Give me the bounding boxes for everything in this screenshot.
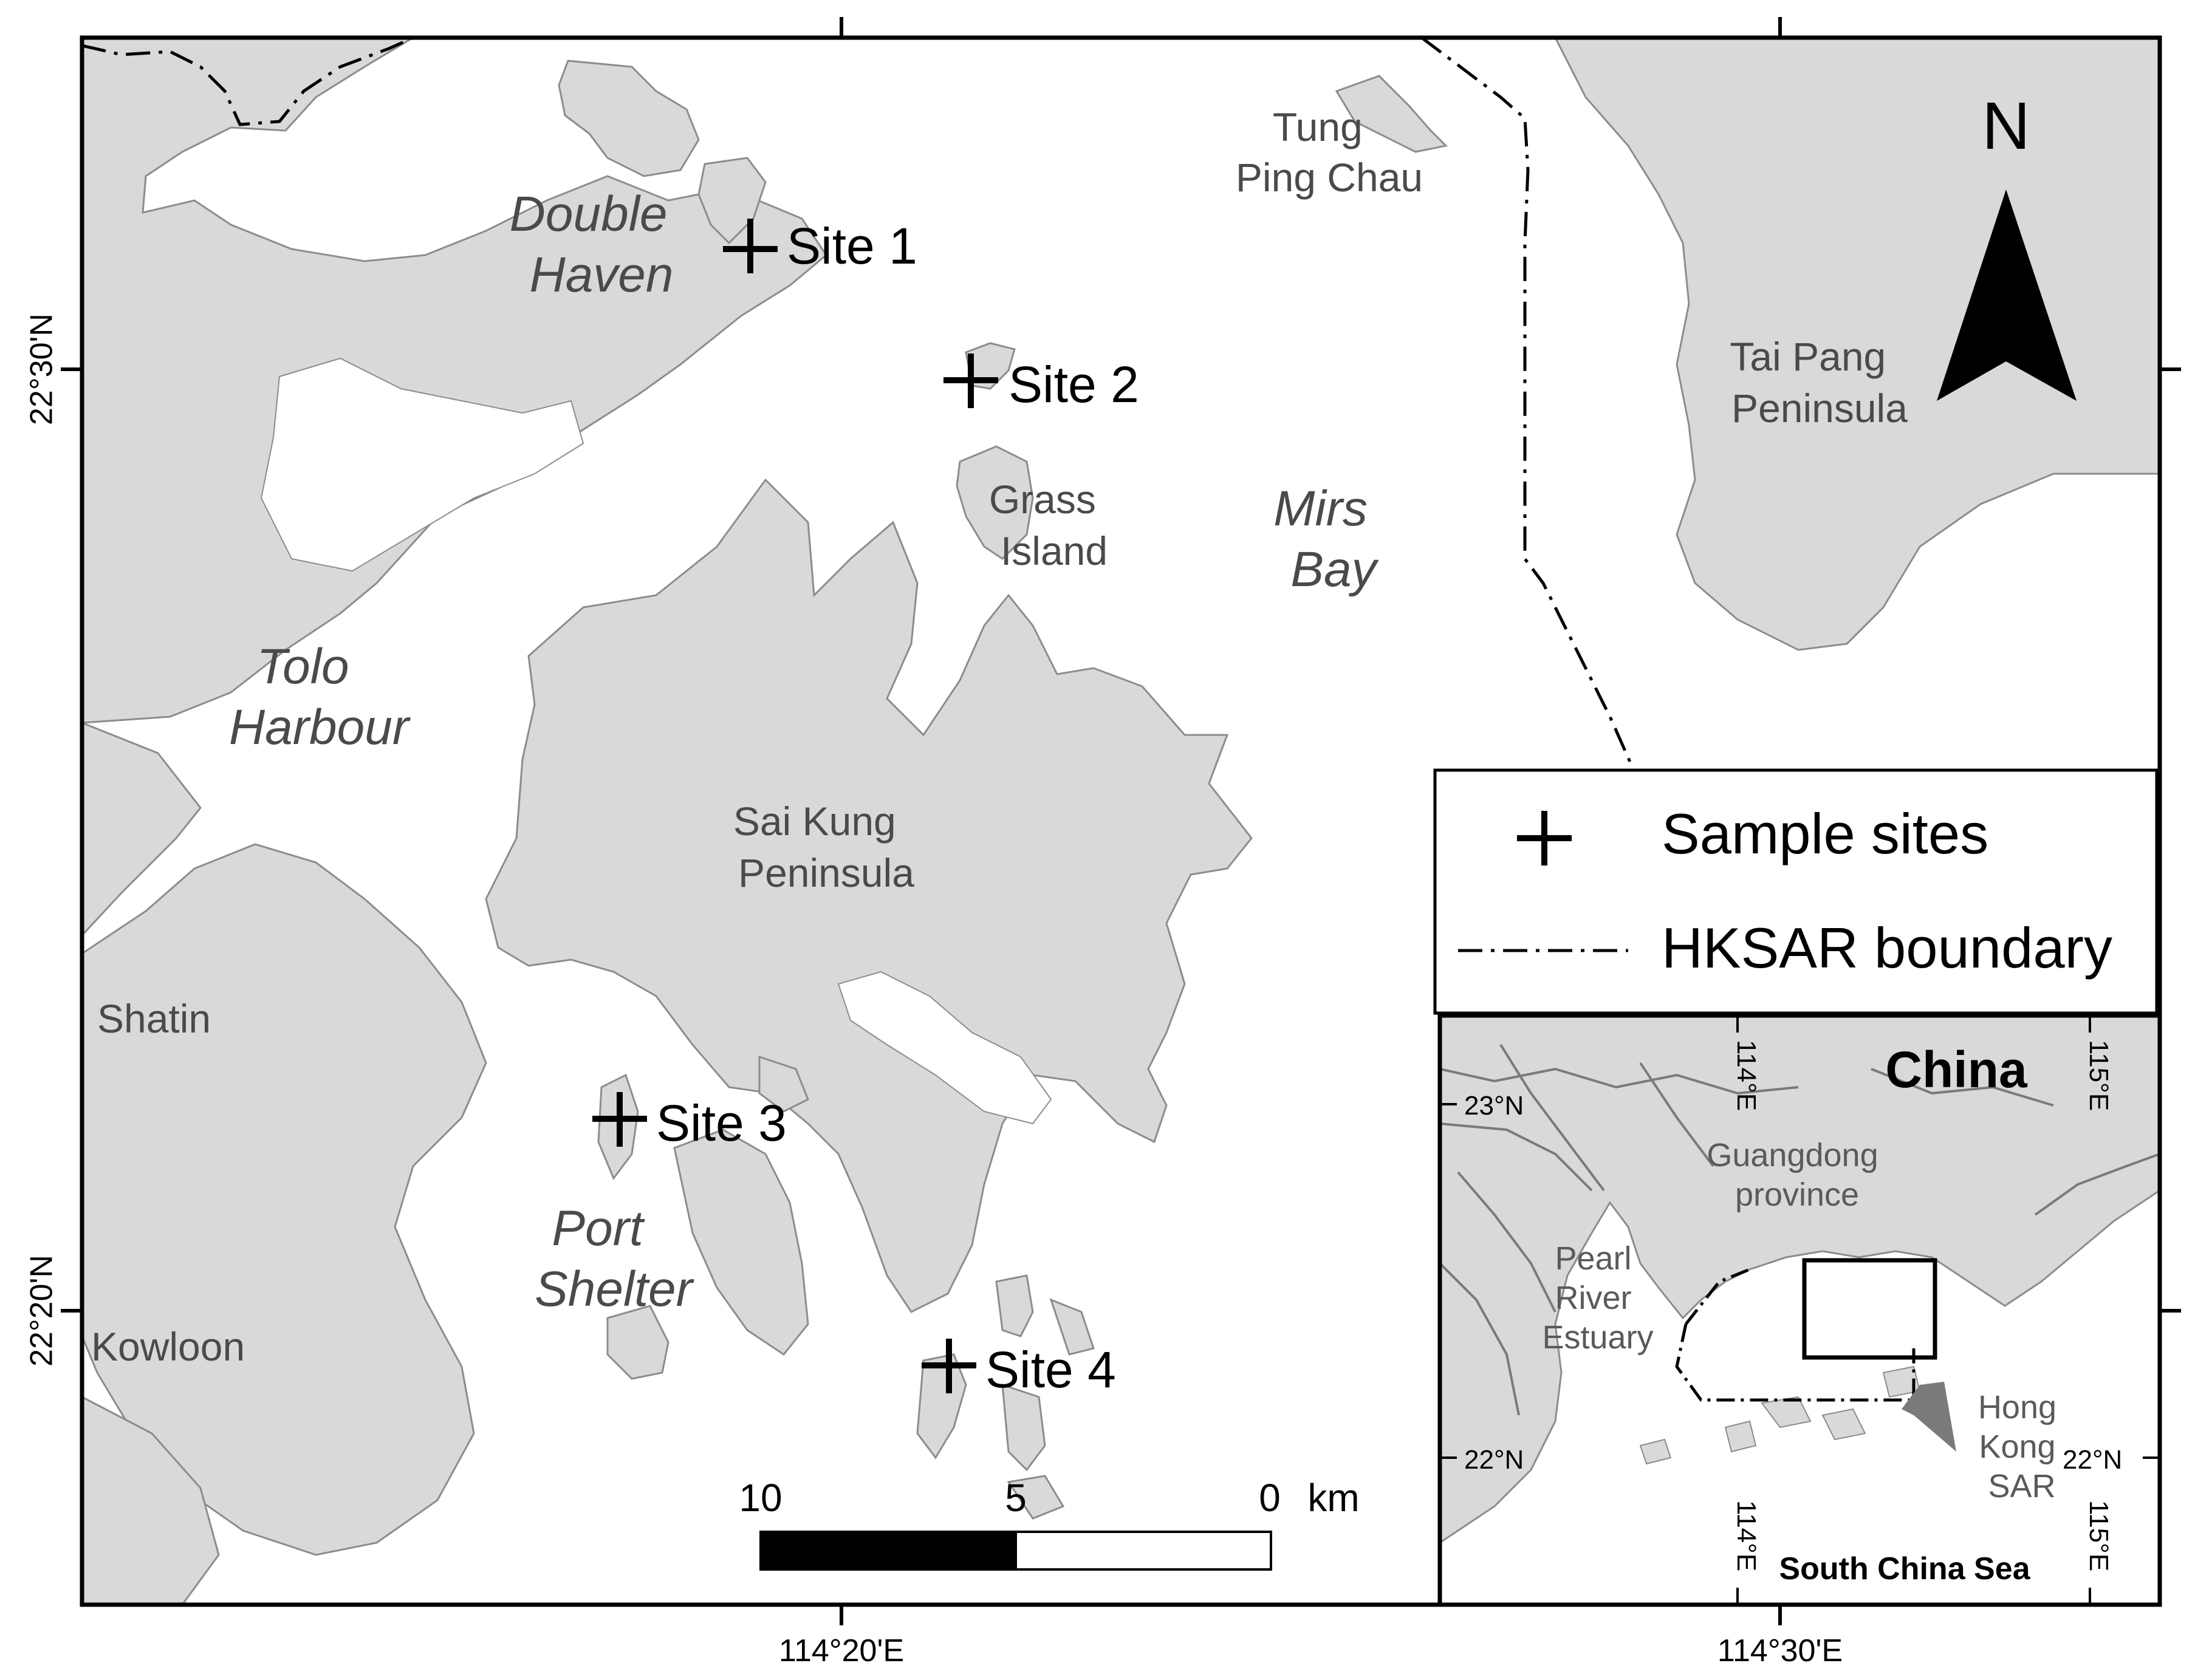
scale-bar-white-segment	[1015, 1531, 1272, 1571]
water-sai-kung-inlet	[837, 971, 1052, 1125]
inset-title: China	[1885, 1041, 2028, 1098]
water-tolo-inner	[260, 357, 584, 572]
inset-tick-bottom-114: 114°E	[1731, 1500, 1761, 1571]
legend-label-sample-sites: Sample sites	[1662, 802, 1988, 866]
inset-frame	[1437, 1013, 2162, 1607]
main-map-frame	[80, 35, 2162, 1607]
site-2-marker	[943, 353, 998, 408]
scale-label-10: 10	[739, 1476, 782, 1520]
inset-tick-left-23: 23°N	[1464, 1091, 1524, 1121]
land-island-east-a	[995, 1274, 1034, 1337]
site-4-label: Site 4	[985, 1341, 1116, 1398]
inset-pointer-arrow-icon	[1902, 1382, 1956, 1452]
inset-mainland	[1440, 1016, 2160, 1544]
scale-label-0: 0	[1259, 1476, 1281, 1520]
tick-label-bottom-1: 114°20'E	[779, 1633, 904, 1668]
site-3-marker	[592, 1092, 647, 1147]
scale-unit: km	[1307, 1476, 1359, 1520]
hksar-boundary	[82, 38, 1636, 773]
land-kowloon-south	[82, 1396, 220, 1605]
land-double-haven-north	[558, 60, 700, 177]
land-grass-island	[956, 445, 1034, 560]
legend-box	[1433, 768, 2159, 1015]
land-sai-kung-peninsula	[485, 478, 1253, 1313]
site-3-label: Site 3	[656, 1094, 787, 1152]
inset-label-guangdong: Guangdong province	[1707, 1137, 1887, 1213]
water-label-mirs-bay: Mirs Bay	[1273, 481, 1382, 597]
inset-sea-label: South China Sea	[1779, 1551, 2030, 1586]
land-northwest	[82, 38, 827, 724]
inset-map	[1437, 1013, 2162, 1607]
inset-rivers	[1440, 1043, 2160, 1416]
inset-hksar-boundary	[1675, 1323, 1916, 1402]
site-4-marker	[922, 1339, 976, 1393]
water-label-tolo-harbour: Tolo Harbour	[229, 639, 411, 755]
land-label-shatin: Shatin	[97, 996, 211, 1041]
scale-bar	[759, 1531, 1272, 1571]
sample-site-markers	[592, 219, 998, 1393]
inset-tick-top-114: 114°E	[1731, 1040, 1761, 1111]
land-label-sai-kung: Sai Kung Peninsula	[733, 799, 914, 895]
inset-study-area-box	[1802, 1258, 1937, 1360]
scale-label-5: 5	[1005, 1476, 1027, 1520]
land-label-tung-ping-chau: Tung Ping Chau	[1236, 104, 1423, 200]
land-island-east-d	[1007, 1475, 1065, 1520]
tick-label-left-2: 22°20'N	[24, 1255, 60, 1367]
land-island-east-c	[1001, 1383, 1046, 1472]
tick-label-bottom-2: 114°30'E	[1717, 1633, 1843, 1668]
inset-tick-top-115: 115°E	[2084, 1040, 2114, 1111]
inset-land	[1440, 1016, 2160, 1544]
land-label-kowloon: Kowloon	[91, 1324, 245, 1369]
inset-label-pearl-river: Pearl River Estuary	[1542, 1240, 1653, 1356]
inset-tick-left-22: 22°N	[1464, 1445, 1524, 1475]
land-tung-ping-chau	[1335, 75, 1448, 153]
land-island-east-b	[1049, 1298, 1095, 1356]
scale-bar-black-segment	[759, 1531, 1017, 1571]
land-shatin-kowloon	[82, 722, 202, 937]
inset-tick-bottom-115: 115°E	[2084, 1500, 2114, 1571]
land-port-shelter-island-b	[606, 1305, 669, 1380]
land-label-tai-pang: Tai Pang Peninsula	[1730, 334, 1908, 431]
land-port-shelter-island-a	[673, 1129, 809, 1356]
site-1-label: Site 1	[787, 217, 917, 275]
inset-tick-right-22: 22°N	[2063, 1445, 2122, 1475]
legend-cross-icon	[1517, 811, 1572, 866]
land-tai-pang-peninsula	[1554, 38, 2160, 651]
land-port-shelter-island-c	[758, 1055, 809, 1113]
land-site4-island	[916, 1353, 967, 1460]
legend-label-hksar-boundary: HKSAR boundary	[1662, 916, 2112, 980]
site-1-marker	[723, 219, 778, 273]
water-label-port-shelter: Port Shelter	[535, 1201, 695, 1317]
north-arrow-label: N	[1982, 89, 2030, 163]
land-layer	[82, 38, 2160, 1605]
inset-ticks	[1440, 1016, 2160, 1605]
graticule-ticks	[61, 17, 2181, 1625]
water-label-double-haven: Double Haven	[510, 186, 682, 302]
legend	[1433, 768, 2159, 1015]
inset-label-hong-kong: Hong Kong SAR	[1978, 1389, 2066, 1504]
north-arrow-icon	[1937, 190, 2077, 401]
tick-label-left-1: 22°30'N	[24, 313, 60, 425]
inset-hksar-boundary-north	[1685, 1268, 1750, 1325]
site-2-label: Site 2	[1008, 356, 1139, 413]
land-label-grass-island: Grass Island	[989, 477, 1108, 573]
north-arrow	[1937, 190, 2077, 401]
inner-water-layer	[260, 357, 1052, 1125]
boundary-northwest	[82, 38, 414, 126]
